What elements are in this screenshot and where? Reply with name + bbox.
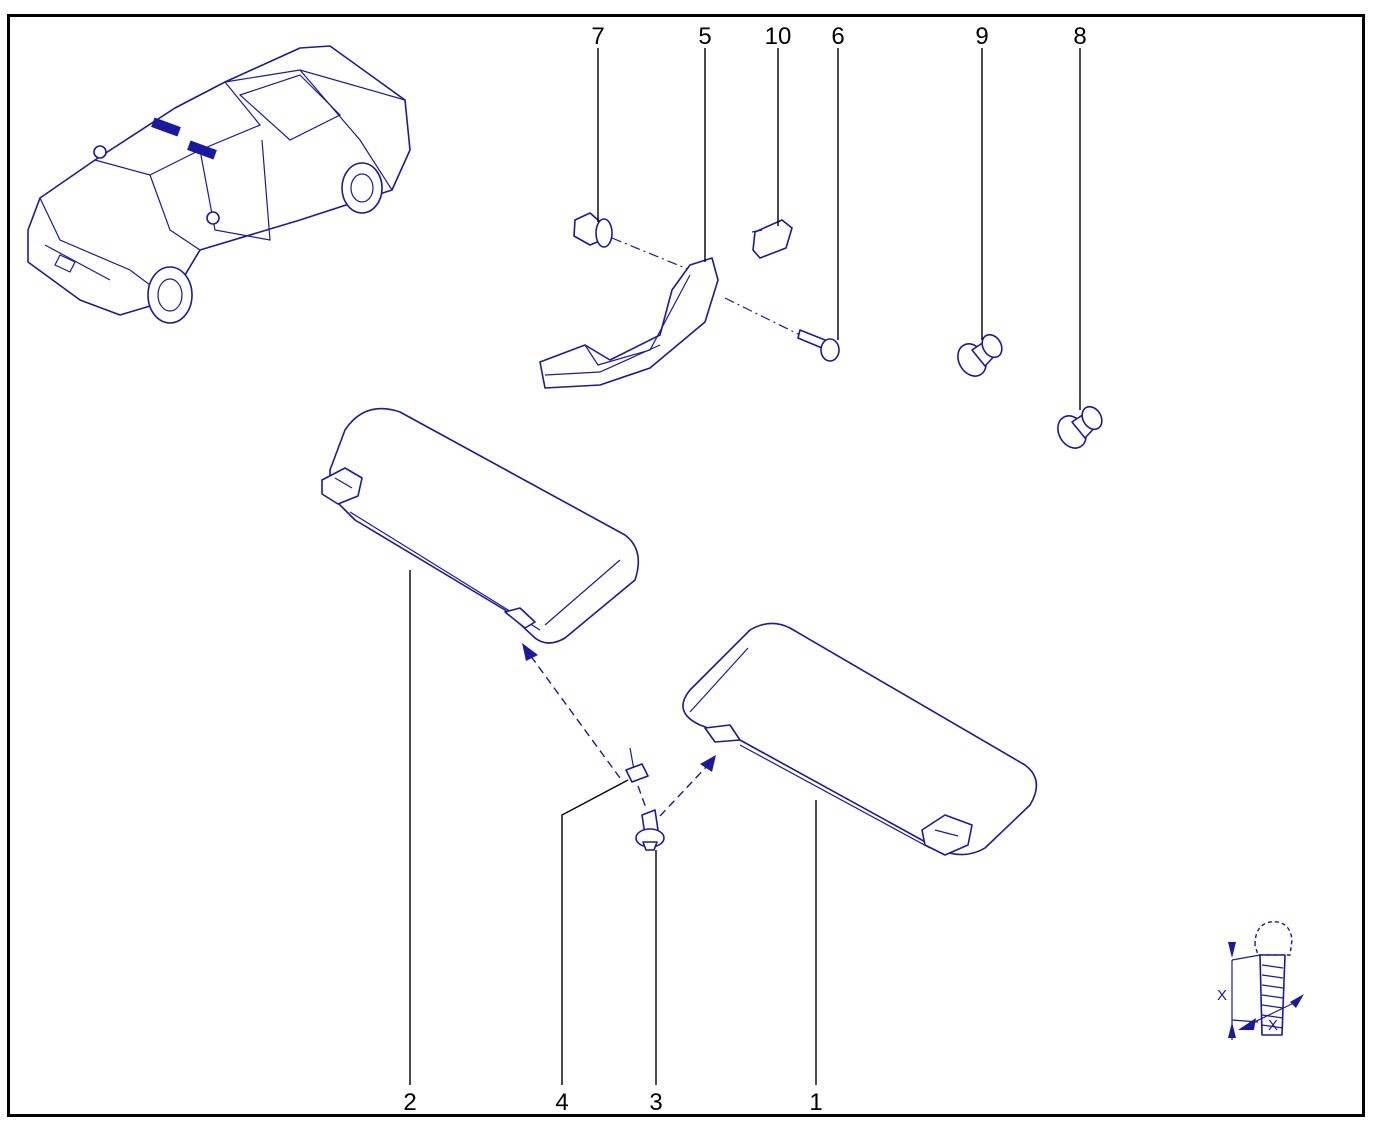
- callout-labels: 7 5 10 6 9 8 2 4 3 1: [403, 23, 1086, 1116]
- callout-7: 7: [591, 23, 604, 50]
- callout-2: 2: [403, 1089, 416, 1116]
- part-10-cap: [751, 219, 793, 259]
- callout-9: 9: [975, 23, 988, 50]
- callout-5: 5: [698, 23, 711, 50]
- callout-4: 4: [555, 1089, 568, 1116]
- part-7-clip: [573, 212, 691, 271]
- callout-1: 1: [809, 1089, 822, 1116]
- vehicle-illustration: [27, 45, 411, 324]
- assembly-arrows: [522, 643, 716, 817]
- callout-6: 6: [831, 23, 844, 50]
- part-1-sun-visor: [682, 622, 1038, 856]
- dim-label-width: X: [1268, 1017, 1278, 1034]
- diagram-frame: [7, 14, 1365, 1117]
- part-2-sun-visor: [321, 407, 640, 644]
- leader-lines: [409, 48, 1081, 1085]
- part-5-grab-handle: [539, 257, 719, 389]
- callout-3: 3: [649, 1089, 662, 1116]
- part-4-clip: [625, 747, 649, 783]
- part-9-grommet: [957, 333, 1003, 377]
- callout-8: 8: [1073, 23, 1086, 50]
- part-6-screw: [724, 297, 840, 362]
- callout-10: 10: [765, 23, 792, 50]
- bolt-dimension-icon: X X: [1217, 921, 1304, 1040]
- part-8-grommet: [1057, 405, 1103, 449]
- dim-label-height: X: [1217, 987, 1227, 1004]
- part-3-visor-support: [635, 809, 665, 851]
